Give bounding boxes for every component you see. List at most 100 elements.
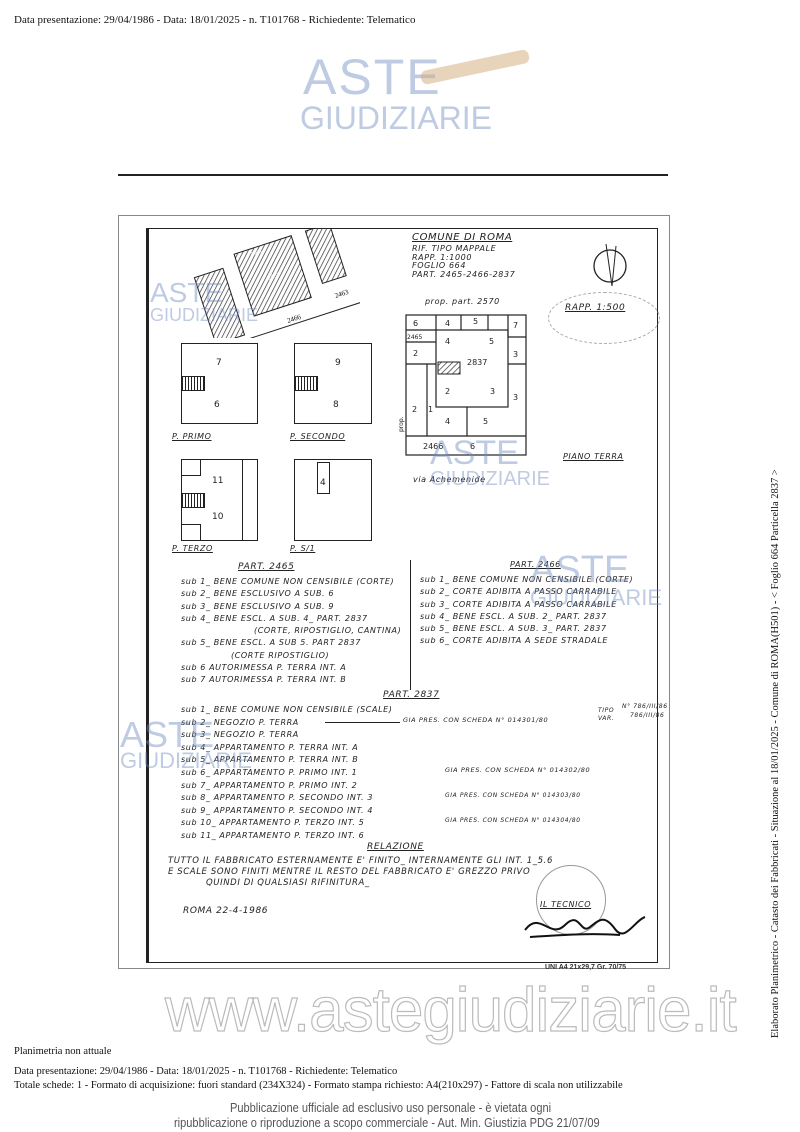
stair-icon	[181, 493, 205, 508]
floor-label-secondo: P. SECONDO	[290, 432, 346, 441]
sheet-outer-frame	[118, 215, 670, 969]
unit-number: 6	[214, 400, 220, 410]
unit-number: 2	[445, 387, 450, 396]
stair-icon	[294, 376, 318, 391]
arrow-line	[325, 722, 400, 723]
unit-number: 10	[212, 512, 224, 522]
watermark-text: GIUDIZIARIE	[430, 468, 551, 490]
legend-item: sub 3_ NEGOZIO P. TERRA	[181, 730, 299, 740]
signer-label: IL TECNICO	[540, 900, 592, 909]
paper-code: UNI A4 21x29,7 Gr. 70/75	[545, 964, 627, 971]
floor-plan-terra: 6 4 5 7 2465 4 5 2 2837 3 2 3 3 2 1 4 5 …	[398, 314, 527, 456]
place-date: ROMA 22-4-1986	[183, 906, 269, 916]
legend-item: sub 7_ APPARTAMENTO P. PRIMO INT. 2	[181, 780, 358, 790]
watermark-text: ASTE	[430, 434, 519, 472]
unit-number: 6	[413, 319, 418, 328]
legend-item: sub 3_ CORTE ADIBITA A PASSO CARRABILE	[420, 599, 617, 609]
legend-item: sub 8_ APPARTAMENTO P. SECONDO INT. 3	[181, 793, 374, 803]
tipo-var-note: TIPO VAR.	[598, 707, 614, 723]
part-2837-list: sub 1_ BENE COMUNE NON CENSIBILE (SCALE)…	[181, 704, 393, 843]
unit-number: 2	[413, 349, 418, 358]
prop-part-label: prop. part. 2570	[425, 297, 500, 306]
floor-label-terzo: P. TERZO	[172, 544, 213, 553]
part-2466-list: sub 1_ BENE COMUNE NON CENSIBILE (CORTE)…	[420, 574, 633, 648]
floor-plan-terzo: 11 10	[181, 459, 258, 541]
note-014303: GIA PRES. CON SCHEDA N° 014303/80	[445, 792, 581, 799]
site-label: 2465	[249, 249, 262, 258]
unit-number: 2	[412, 405, 417, 414]
ref-line: RAPP. 1:1000	[412, 252, 473, 262]
room-outline	[182, 460, 201, 476]
site-label: 2837	[267, 272, 280, 281]
top-rule	[118, 174, 668, 176]
scale-ellipse	[548, 292, 660, 344]
publication-notice-2: ripubblicazione o riproduzione a scopo c…	[174, 1115, 600, 1130]
floor-plan-primo: 7 6	[181, 343, 258, 424]
floor-label-s1: P. S/1	[290, 544, 316, 553]
unit-number: 2465	[407, 334, 422, 341]
watermark-text: ASTE	[120, 714, 215, 755]
ref-line: FOGLIO 664	[412, 261, 467, 270]
legend-item: sub 6_ CORTE ADIBITA A SEDE STRADALE	[420, 636, 609, 646]
legend-item: sub 6_ APPARTAMENTO P. PRIMO INT. 1	[181, 767, 358, 777]
unit-number: 6	[470, 442, 475, 451]
logo-text: ASTE	[303, 49, 442, 105]
room-outline	[182, 524, 201, 540]
ref-line: PART. 2465-2466-2837	[412, 269, 516, 279]
legend-divider	[410, 560, 411, 690]
legend-item: sub 2_ CORTE ADIBITA A PASSO CARRABILE	[420, 587, 617, 597]
watermark-text: ASTE	[150, 277, 224, 308]
floor-plan-secondo: 9 8	[294, 343, 372, 424]
watermark-url: www.astegiudiziarie.it	[164, 975, 737, 1045]
sidebar-vertical-text: Elaborato Planimetrico - Catasto dei Fab…	[770, 469, 781, 1038]
legend-item: sub 3_ BENE ESCLUSIVO A SUB. 9	[181, 601, 335, 611]
header-text: Data presentazione: 29/04/1986 - Data: 1…	[14, 14, 416, 26]
unit-number: 8	[333, 400, 339, 410]
unit-number: 5	[473, 317, 478, 326]
legend-item: sub 1_ BENE COMUNE NON CENSIBILE (CORTE)	[420, 575, 634, 584]
scale-label: RAPP. 1:500	[565, 303, 626, 313]
legend-item: sub 6 AUTORIMESSA P. TERRA INT. A	[181, 663, 347, 673]
legend-item: (CORTE, RIPOSTIGLIO, CANTINA)	[254, 626, 402, 636]
site-plan: 2837 2465 2466 2463 2821	[193, 228, 360, 338]
unit-number: 5	[489, 337, 494, 346]
relazione-line: TUTTO IL FABBRICATO ESTERNAMENTE E' FINI…	[168, 856, 553, 866]
legend-item: sub 1_ BENE COMUNE NON CENSIBILE (CORTE)	[181, 577, 395, 586]
comune-title: COMUNE DI ROMA	[412, 232, 513, 243]
unit-number: 2837	[467, 358, 487, 367]
note-014302: GIA PRES. CON SCHEDA N° 014302/80	[445, 766, 591, 774]
tipo-var-numbers: N° 786/III/86 786/III/86	[622, 702, 668, 720]
unit-number: 4	[445, 337, 450, 346]
watermark-text: GIUDIZIARIE	[150, 305, 259, 325]
unit-number: 3	[513, 350, 518, 359]
unit-number: 2466	[423, 442, 443, 451]
part-2465-list: sub 1_ BENE COMUNE NON CENSIBILE (CORTE)…	[181, 576, 401, 687]
floor-label-terra: PIANO TERRA	[563, 452, 624, 461]
note-014301: GIA PRES. CON SCHEDA N° 014301/80	[403, 716, 549, 724]
footer-line-2: Totale schede: 1 - Formato di acquisizio…	[14, 1080, 623, 1091]
planimetria-note: Planimetria non attuale	[14, 1046, 112, 1057]
unit-number: 4	[445, 417, 450, 426]
legend-item: (CORTE RIPOSTIGLIO)	[231, 650, 330, 660]
floor-plan-s1: 4	[294, 459, 372, 541]
legend-item: sub 5_ BENE ESCL. A SUB. 3_ PART. 2837	[420, 624, 607, 634]
tipo-number: N° 786/III/86	[622, 703, 668, 710]
relazione-title: RELAZIONE	[367, 842, 424, 852]
watermark-text: GIUDIZIARIE	[530, 585, 663, 610]
legend-item: sub 4_ BENE ESCL. A SUB. 2_ PART. 2837	[420, 611, 607, 621]
unit-number: 3	[513, 393, 518, 402]
site-label: 2463	[334, 288, 350, 300]
part-2837-title: PART. 2837	[383, 690, 440, 700]
relazione-text: TUTTO IL FABBRICATO ESTERNAMENTE E' FINI…	[168, 856, 553, 889]
street-label: via Achemenide	[413, 475, 486, 484]
sheet-inner-frame	[146, 228, 658, 963]
ref-line: RIF. TIPO MAPPALE	[412, 244, 497, 253]
stair-icon	[181, 376, 205, 391]
legend-item: sub 4_ APPARTAMENTO P. TERRA INT. A	[181, 742, 359, 752]
unit-number: 7	[513, 321, 518, 330]
